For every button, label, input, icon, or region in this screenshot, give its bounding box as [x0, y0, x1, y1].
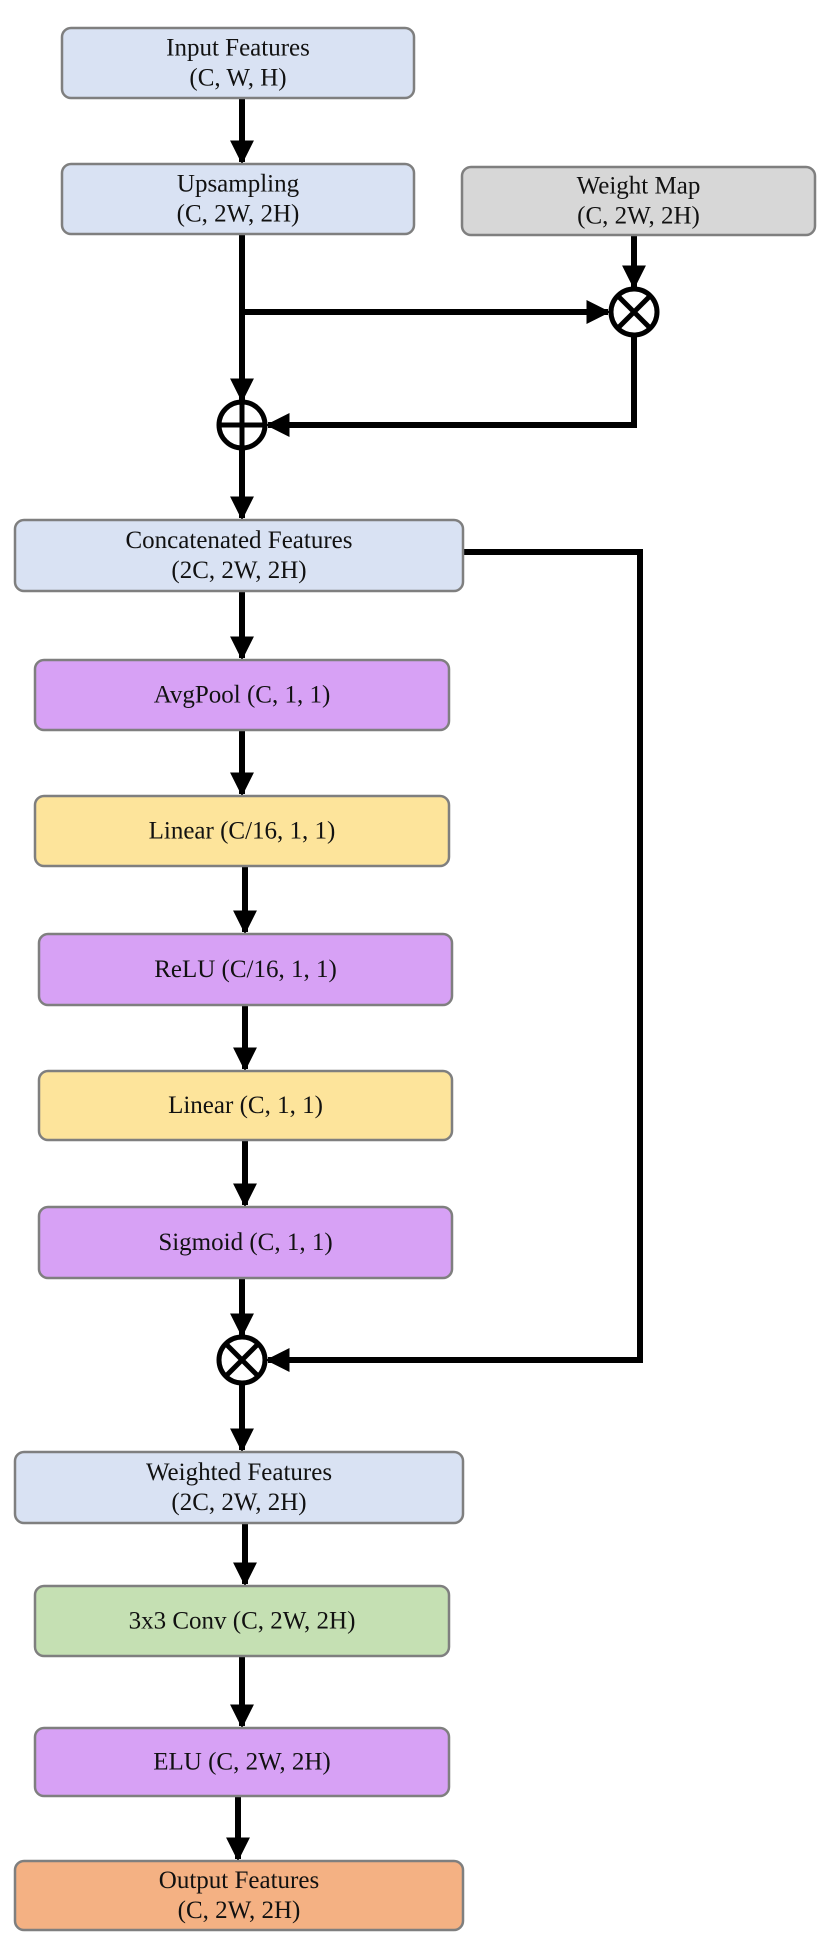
add-op-icon-add-residual — [216, 399, 268, 451]
node-relu-box — [37, 932, 454, 1007]
node-input-label-1: Input Features — [166, 35, 310, 62]
node-weight-map-label-2: (C, 2W, 2H) — [577, 203, 700, 230]
multiply-op-icon-multiply-attention — [216, 1334, 268, 1386]
node-weighted-box — [13, 1450, 465, 1525]
cross-diagonal-2 — [223, 1341, 261, 1379]
edges-layer — [226, 98, 646, 1862]
node-linear-1-label-1: Linear (C/16, 1, 1) — [149, 818, 336, 845]
node-relu: ReLU (C/16, 1, 1) — [37, 932, 454, 1007]
node-sigmoid: Sigmoid (C, 1, 1) — [37, 1205, 454, 1280]
node-concat-label-1: Concatenated Features — [126, 527, 353, 554]
node-linear-1-box — [33, 794, 451, 868]
node-sigmoid-box — [37, 1205, 454, 1280]
node-weight-map: Weight Map (C, 2W, 2H) — [460, 165, 817, 237]
node-avgpool: AvgPool (C, 1, 1) — [33, 658, 451, 732]
node-linear-2-label-1: Linear (C, 1, 1) — [168, 1092, 323, 1119]
node-elu-box — [33, 1726, 451, 1798]
node-linear-1: Linear (C/16, 1, 1) — [33, 794, 451, 868]
node-avgpool-box — [33, 658, 451, 732]
node-sigmoid-label-1: Sigmoid (C, 1, 1) — [158, 1229, 332, 1256]
node-linear-2: Linear (C, 1, 1) — [37, 1069, 454, 1142]
node-input-label-2: (C, W, H) — [189, 65, 286, 92]
node-weight-map-label-1: Weight Map — [577, 173, 701, 200]
edge-concat-to-multiply-attention — [265, 549, 643, 1372]
node-output-box — [13, 1859, 465, 1932]
multiply-op-icon-multiply-weight — [608, 286, 660, 338]
cross-diagonal-2 — [615, 293, 653, 331]
node-upsampling-label-1: Upsampling — [177, 171, 300, 198]
node-output-label-2: (C, 2W, 2H) — [178, 1897, 301, 1924]
node-elu: ELU (C, 2W, 2H) — [33, 1726, 451, 1798]
node-weight-map-box — [460, 165, 817, 237]
node-linear-2-box — [37, 1069, 454, 1142]
node-concat-label-2: (2C, 2W, 2H) — [171, 557, 306, 584]
node-weighted-label-1: Weighted Features — [146, 1459, 332, 1486]
node-output-label-1: Output Features — [159, 1867, 319, 1894]
node-concat-box — [13, 518, 465, 593]
node-upsampling: Upsampling (C, 2W, 2H) — [60, 162, 416, 236]
node-relu-label-1: ReLU (C/16, 1, 1) — [154, 956, 337, 983]
node-upsampling-box — [60, 162, 416, 236]
edge-multiply-weight-to-add-residual — [265, 335, 637, 437]
node-conv: 3x3 Conv (C, 2W, 2H) — [33, 1584, 451, 1658]
operators-layer — [216, 286, 660, 1386]
node-conv-box — [33, 1584, 451, 1658]
node-upsampling-label-2: (C, 2W, 2H) — [177, 201, 300, 228]
node-weighted: Weighted Features (2C, 2W, 2H) — [13, 1450, 465, 1525]
node-input: Input Features (C, W, H) — [60, 26, 416, 100]
nodes-layer: Input Features (C, W, H) Upsampling (C, 2W,… — [13, 26, 817, 1932]
node-weighted-label-2: (2C, 2W, 2H) — [171, 1489, 306, 1516]
node-input-box — [60, 26, 416, 100]
node-concat: Concatenated Features (2C, 2W, 2H) — [13, 518, 465, 593]
node-output: Output Features (C, 2W, 2H) — [13, 1859, 465, 1932]
node-elu-label-1: ELU (C, 2W, 2H) — [153, 1749, 331, 1776]
node-conv-label-1: 3x3 Conv (C, 2W, 2H) — [129, 1608, 356, 1635]
node-avgpool-label-1: AvgPool (C, 1, 1) — [154, 682, 331, 709]
